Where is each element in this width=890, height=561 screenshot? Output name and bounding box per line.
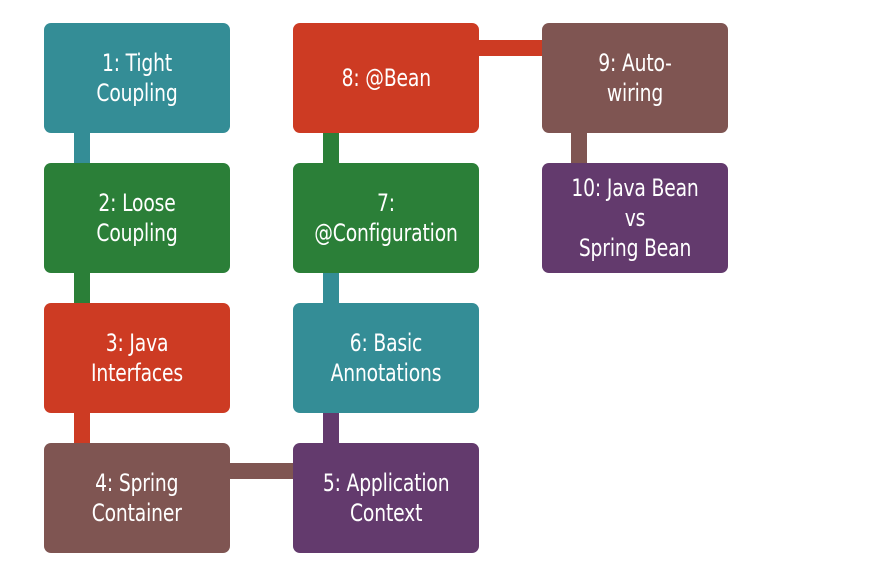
step-box-1: 1: Tight Coupling (44, 23, 230, 133)
connector-1-2 (74, 133, 90, 163)
connector-8-9 (479, 40, 542, 56)
step-box-3: 3: Java Interfaces (44, 303, 230, 413)
connector-7-8 (323, 133, 339, 163)
step-box-9: 9: Auto-wiring (542, 23, 728, 133)
step-label-1: 1: Tight Coupling (96, 49, 178, 107)
step-label-9: 9: Auto-wiring (598, 49, 672, 107)
step-box-6: 6: Basic Annotations (293, 303, 479, 413)
step-label-6: 6: Basic Annotations (330, 329, 442, 387)
step-box-10: 10: Java Bean vs Spring Bean (542, 163, 728, 273)
connector-2-3 (74, 273, 90, 303)
step-box-7: 7: @Configuration (293, 163, 479, 273)
step-label-2: 2: Loose Coupling (96, 189, 178, 247)
step-label-3: 3: Java Interfaces (90, 329, 184, 387)
connector-3-4 (74, 413, 90, 443)
connector-6-7 (323, 273, 339, 303)
step-label-10: 10: Java Bean vs Spring Bean (571, 174, 699, 262)
step-box-8: 8: @Bean (293, 23, 479, 133)
step-label-5: 5: Application Context (322, 469, 450, 527)
connector-5-6 (323, 413, 339, 443)
connector-4-5 (230, 463, 293, 479)
step-label-8: 8: @Bean (341, 64, 431, 92)
connector-9-10 (571, 133, 587, 163)
step-box-4: 4: Spring Container (44, 443, 230, 553)
step-label-4: 4: Spring Container (91, 469, 183, 527)
step-label-7: 7: @Configuration (314, 189, 458, 247)
step-box-5: 5: Application Context (293, 443, 479, 553)
step-box-2: 2: Loose Coupling (44, 163, 230, 273)
